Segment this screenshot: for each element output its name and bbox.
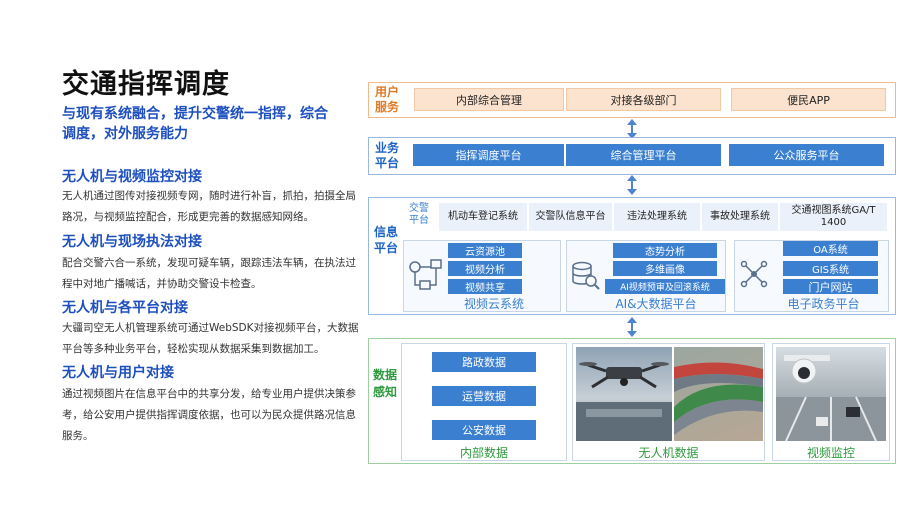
police-item-team: 交警队信息平台 (529, 203, 612, 231)
egov-item-oa: OA系统 (783, 241, 878, 256)
section-body-users: 通过视频图片在信息平台中的共享分发，给专业用户提供决策参考，给公安用户提供指挥调… (62, 388, 356, 442)
user-service-layer: 用户服务 内部综合管理 对接各级部门 便民APP (368, 82, 896, 118)
drone-data-caption: 无人机数据 (638, 446, 699, 460)
info-platform-layer: 信息平台 交警平台 机动车登记系统 交警队信息平台 违法处理系统 事故处理系统 … (368, 197, 896, 315)
internal-item-police: 公安数据 (432, 420, 536, 440)
internal-item-road: 路政数据 (432, 352, 536, 372)
page-subtitle: 与现有系统融合，提升交警统一指挥，综合调度，对外服务能力 (62, 106, 328, 142)
ai-item-review: AI视频预审及回滚系统 (605, 279, 725, 294)
ai-item-profile: 多维画像 (613, 261, 717, 276)
police-item-accident: 事故处理系统 (702, 203, 778, 231)
arrow-2 (625, 175, 639, 195)
user-item-internal: 内部综合管理 (414, 88, 564, 111)
aerial-image (674, 347, 763, 441)
police-item-violation: 违法处理系统 (614, 203, 700, 231)
platform-public: 公众服务平台 (729, 144, 884, 166)
user-item-departments: 对接各级部门 (566, 88, 721, 111)
drone-data-box: 无人机数据 (572, 343, 765, 461)
ai-bigdata-box: 态势分析 多维画像 AI视频预审及回滚系统 AI&大数据平台 (566, 240, 726, 312)
page-title: 交通指挥调度 (62, 69, 230, 100)
data-sensing-layer: 数据感知 路政数据 运营数据 公安数据 内部数据 (368, 338, 896, 464)
section-heading-video: 无人机与视频监控对接 (62, 169, 202, 185)
section-heading-enforcement: 无人机与现场执法对接 (62, 234, 202, 250)
platform-management: 综合管理平台 (566, 144, 721, 166)
ai-item-situation: 态势分析 (613, 243, 717, 258)
camera-data-caption: 视频监控 (806, 446, 855, 460)
business-platform-layer: 业务平台 指挥调度平台 综合管理平台 公众服务平台 (368, 137, 896, 175)
video-cloud-item-share: 视频共享 (448, 279, 522, 294)
video-cloud-caption: 视频云系统 (463, 297, 524, 311)
business-platform-label: 业务平台 (374, 141, 399, 170)
section-body-enforcement: 配合交警六合一系统，发现可疑车辆，跟踪违法车辆，在执法过程中对地广播喊话，并协助… (62, 257, 356, 290)
video-cloud-item-analysis: 视频分析 (448, 261, 522, 276)
surveillance-image (776, 347, 886, 441)
section-heading-users: 无人机与用户对接 (62, 365, 174, 381)
egov-item-gis: GIS系统 (783, 261, 878, 276)
user-service-label: 用户服务 (374, 85, 399, 114)
info-platform-label: 信息平台 (373, 225, 398, 255)
section-heading-platforms: 无人机与各平台对接 (62, 300, 188, 316)
network-nodes-icon (740, 260, 768, 288)
section-body-platforms: 大疆司空无人机管理系统可通过WebSDK对接视频平台，大数据平台等多种业务平台，… (62, 322, 359, 355)
platform-command: 指挥调度平台 (413, 144, 564, 166)
ai-bigdata-caption: AI&大数据平台 (615, 297, 697, 311)
egov-box: OA系统 GIS系统 门户网站 电子政务平台 (734, 240, 889, 312)
section-body-video: 无人机通过图传对接视频专网，随时进行补盲，抓拍，拍摄全局路况，与视频监控配合，形… (62, 190, 356, 223)
arrow-3 (625, 317, 639, 337)
arrow-1 (625, 119, 639, 139)
network-icon (409, 259, 442, 290)
police-platform-label: 交警平台 (409, 203, 429, 226)
video-cloud-box: 云资源池 视频分析 视频共享 视频云系统 (403, 240, 561, 312)
internal-data-box: 路政数据 运营数据 公安数据 内部数据 (401, 343, 567, 461)
user-item-app: 便民APP (731, 88, 886, 111)
video-cloud-item-pool: 云资源池 (448, 243, 522, 258)
internal-data-caption: 内部数据 (459, 446, 508, 460)
police-item-vehicle: 机动车登记系统 (439, 203, 527, 231)
egov-item-portal: 门户网站 (783, 279, 878, 294)
police-item-video-view: 交通视图系统GA/T 1400 (780, 203, 887, 231)
egov-caption: 电子政务平台 (787, 297, 860, 311)
drone-image (576, 347, 672, 441)
database-icon (572, 261, 600, 290)
camera-data-box: 视频监控 (772, 343, 890, 461)
internal-item-operation: 运营数据 (432, 386, 536, 406)
data-sensing-label: 数据感知 (373, 368, 398, 399)
